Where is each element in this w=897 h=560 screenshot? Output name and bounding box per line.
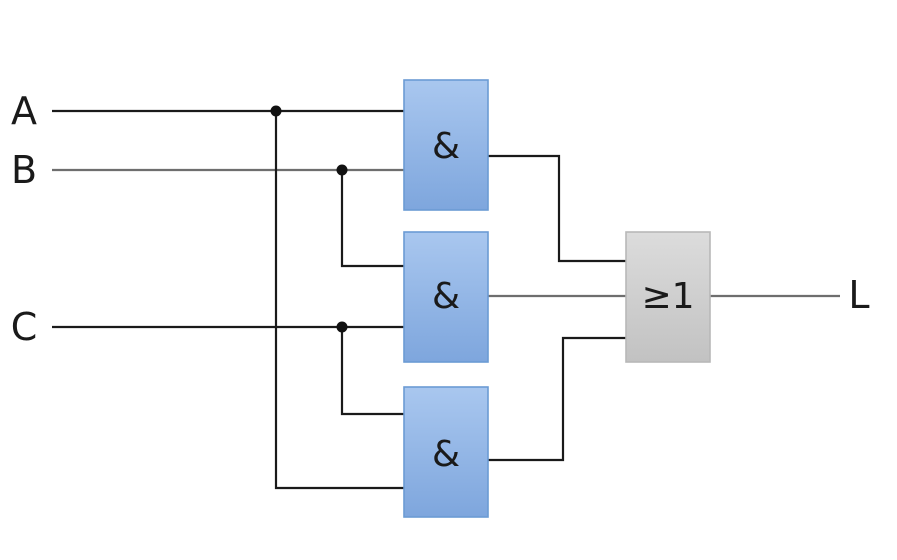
or-gate: ≥1 — [625, 231, 711, 363]
junction-c — [336, 321, 348, 333]
and-gate-1-symbol: & — [432, 126, 460, 167]
input-label-b: B — [11, 148, 37, 192]
input-label-c: C — [11, 305, 38, 349]
and-gate-2-symbol: & — [432, 276, 460, 317]
wire-a-branch — [274, 111, 404, 490]
wire-and1-to-or — [488, 154, 626, 263]
junction-b — [336, 164, 348, 176]
and-gate-3: & — [403, 386, 489, 518]
output-label-l: L — [848, 273, 869, 317]
wire-c-branch — [340, 327, 404, 416]
and-gate-1: & — [403, 79, 489, 211]
or-gate-symbol: ≥1 — [641, 276, 694, 317]
input-label-a: A — [11, 89, 37, 133]
junction-a — [270, 105, 282, 117]
and-gate-2: & — [403, 231, 489, 363]
wire-and3-to-or — [488, 336, 626, 462]
and-gate-3-symbol: & — [432, 434, 460, 475]
wire-b-branch — [340, 170, 404, 268]
